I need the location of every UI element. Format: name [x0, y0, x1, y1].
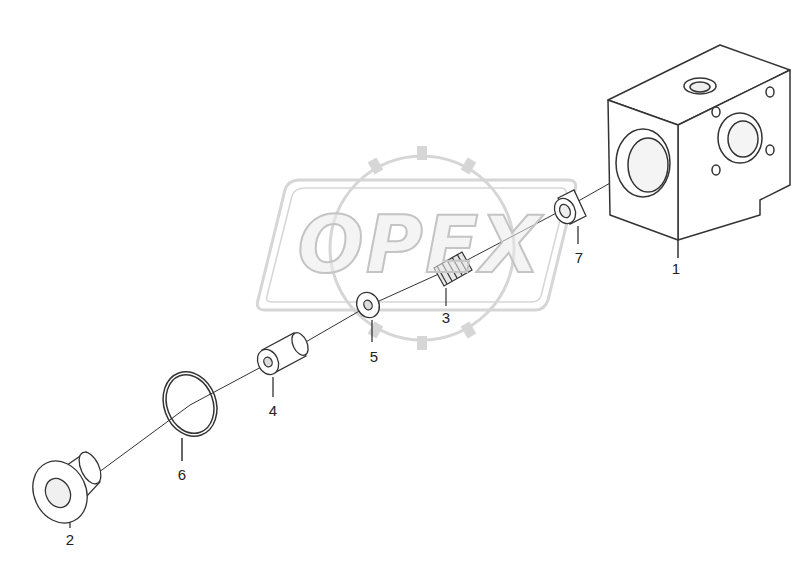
- o-ring: [154, 364, 225, 461]
- valve-seat: [550, 190, 586, 244]
- valve-block: [608, 45, 790, 258]
- watermark-logo: [257, 146, 575, 350]
- washer: [353, 289, 384, 342]
- callout-number: 5: [370, 349, 378, 364]
- plug: [23, 449, 105, 532]
- callout-number: 2: [66, 532, 74, 547]
- assembly-axis: [72, 165, 642, 492]
- callout-number: 4: [269, 403, 277, 418]
- piston: [253, 330, 311, 397]
- watermark: OPEX: [298, 206, 543, 284]
- callout-number: 3: [442, 310, 450, 325]
- callout-number: 6: [178, 467, 186, 482]
- callout-number: 1: [672, 261, 680, 276]
- callout-number: 7: [575, 250, 583, 265]
